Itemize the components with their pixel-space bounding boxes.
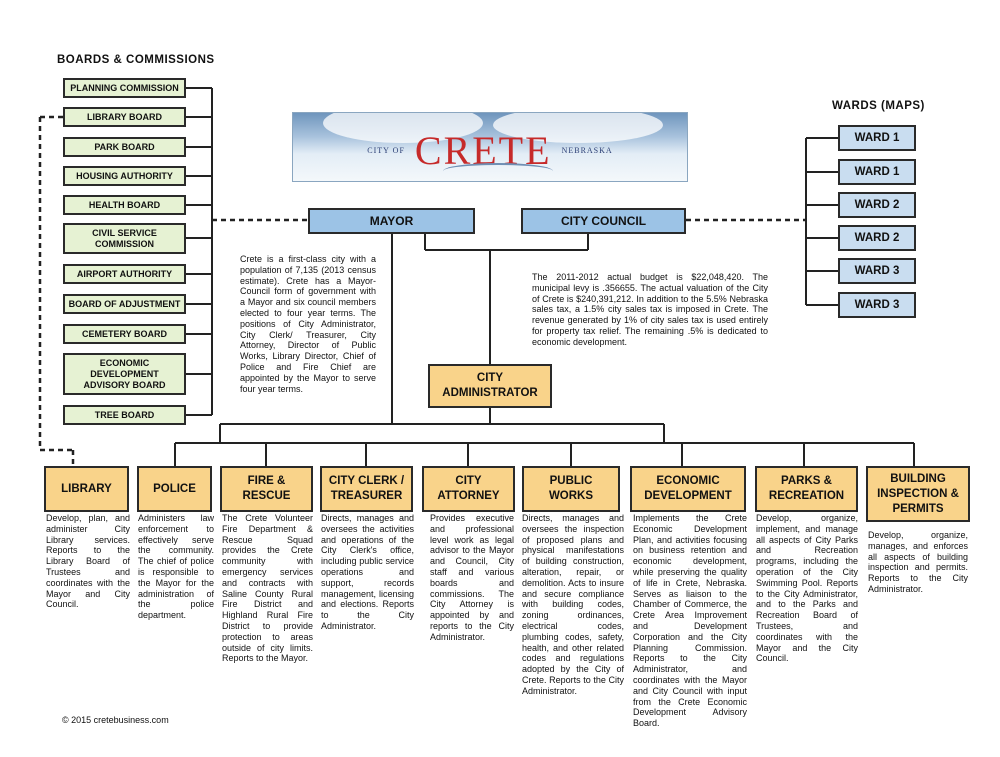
dept-library: LIBRARY xyxy=(44,466,129,512)
board-cemetery: CEMETERY BOARD xyxy=(63,324,186,344)
banner-swoosh xyxy=(443,163,553,179)
board-of-adjustment: BOARD OF ADJUSTMENT xyxy=(63,294,186,314)
board-tree: TREE BOARD xyxy=(63,405,186,425)
dept-city-attorney: CITY ATTORNEY xyxy=(422,466,515,512)
dept-city-clerk-treasurer: CITY CLERK / TREASURER xyxy=(320,466,413,512)
ward-3a: WARD 3 xyxy=(838,258,916,284)
dept-fire-rescue: FIRE & RESCUE xyxy=(220,466,313,512)
banner-city-of: CITY OF xyxy=(367,146,405,155)
dept-economic-development: ECONOMIC DEVELOPMENT xyxy=(630,466,746,512)
footer-copyright: © 2015 cretebusiness.com xyxy=(62,715,169,725)
board-housing-authority: HOUSING AUTHORITY xyxy=(63,166,186,186)
ward-1a: WARD 1 xyxy=(838,125,916,151)
mayor-box: MAYOR xyxy=(308,208,475,234)
city-administrator-box: CITY ADMINISTRATOR xyxy=(428,364,552,408)
board-planning-commission: PLANNING COMMISSION xyxy=(63,78,186,98)
boards-header: BOARDS & COMMISSIONS xyxy=(57,54,215,66)
dept-building-inspection-permits: BUILDING INSPECTION & PERMITS xyxy=(866,466,970,522)
city-attorney-description: Provides executive and professional leve… xyxy=(430,513,514,642)
police-description: Administers law enforcement to effective… xyxy=(138,513,214,621)
dept-police: POLICE xyxy=(137,466,212,512)
dept-public-works: PUBLIC WORKS xyxy=(522,466,620,512)
mayor-description: Crete is a first-class city with a popul… xyxy=(240,254,376,394)
parks-recreation-description: Develop, organize, implement, and manage… xyxy=(756,513,858,664)
ward-3b: WARD 3 xyxy=(838,292,916,318)
banner-state: NEBRASKA xyxy=(561,146,613,155)
library-description: Develop, plan, and administer City Libra… xyxy=(46,513,130,610)
ward-2a: WARD 2 xyxy=(838,192,916,218)
wards-header: WARDS (MAPS) xyxy=(832,100,925,112)
budget-description: The 2011-2012 actual budget is $22,048,4… xyxy=(532,272,768,347)
board-park: PARK BOARD xyxy=(63,137,186,157)
board-library: LIBRARY BOARD xyxy=(63,107,186,127)
ward-1b: WARD 1 xyxy=(838,159,916,185)
crete-banner: CITY OF CRETE NEBRASKA xyxy=(292,112,688,182)
dept-parks-recreation: PARKS & RECREATION xyxy=(755,466,858,512)
board-health: HEALTH BOARD xyxy=(63,195,186,215)
city-council-box: CITY COUNCIL xyxy=(521,208,686,234)
fire-rescue-description: The Crete Volunteer Fire Department & Re… xyxy=(222,513,313,664)
board-airport-authority: AIRPORT AUTHORITY xyxy=(63,264,186,284)
economic-development-description: Implements the Crete Economic Developmen… xyxy=(633,513,747,729)
public-works-description: Directs, manages and oversees the inspec… xyxy=(522,513,624,696)
ward-2b: WARD 2 xyxy=(838,225,916,251)
building-inspection-description: Develop, organize, manages, and enforces… xyxy=(868,530,968,594)
city-clerk-description: Directs, manages and oversees the activi… xyxy=(321,513,414,631)
board-economic-development-advisory: ECONOMIC DEVELOPMENT ADVISORY BOARD xyxy=(63,353,186,395)
board-civil-service-commission: CIVIL SERVICE COMMISSION xyxy=(63,223,186,254)
